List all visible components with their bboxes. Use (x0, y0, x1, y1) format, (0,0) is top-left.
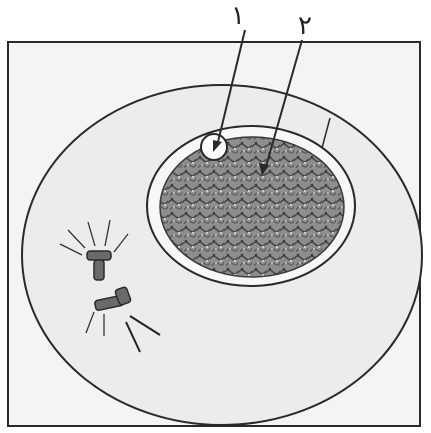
label-2: ٢ (298, 11, 312, 41)
label-1: ١ (231, 1, 245, 31)
chromatin (160, 137, 344, 277)
